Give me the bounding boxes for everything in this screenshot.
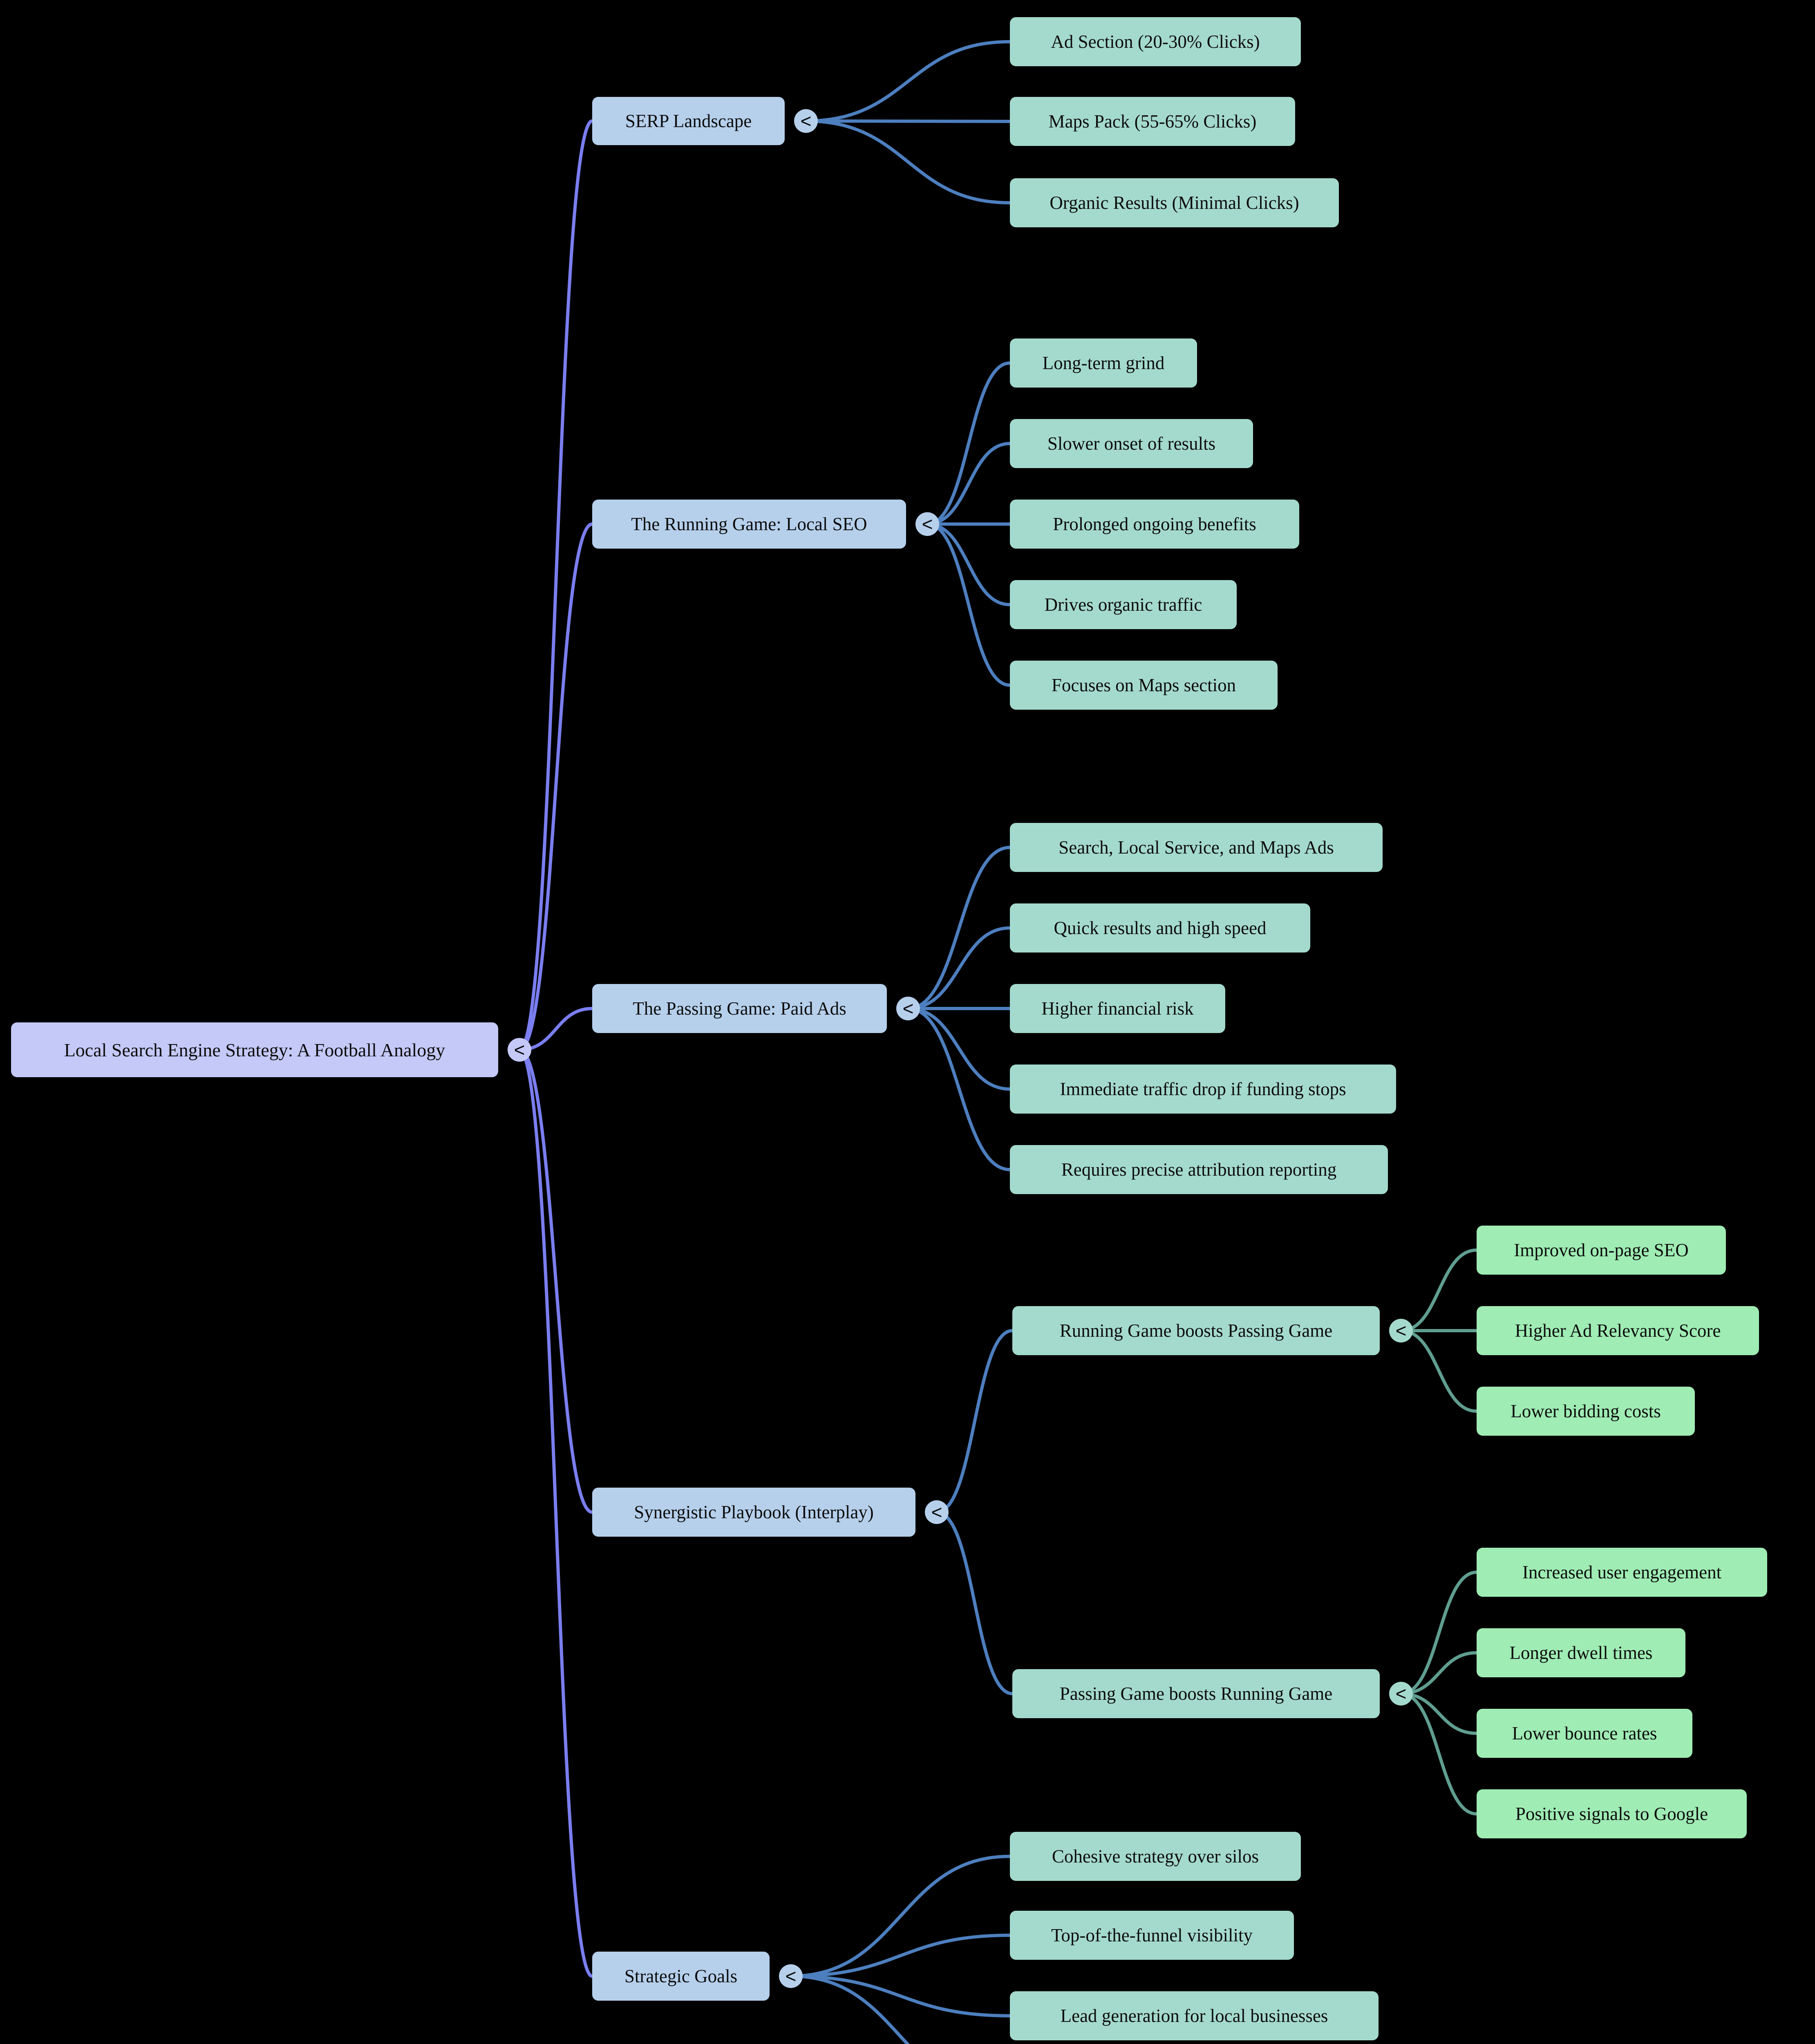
collapse-toggle-strategic-goals[interactable]: < [779,1964,803,1988]
node-synergistic-playbook[interactable]: Synergistic Playbook (Interplay) [592,1488,915,1537]
node-lead-generation[interactable]: Lead generation for local businesses [1010,1991,1379,2040]
node-higher-financial-risk[interactable]: Higher financial risk [1010,984,1225,1033]
collapse-icon: < [1395,1683,1407,1704]
branch-connector [906,1007,1012,1171]
branch-connector [518,1048,594,1514]
collapse-toggle-passing-boosts-running[interactable]: < [1389,1682,1413,1706]
node-prolonged-benefits[interactable]: Prolonged ongoing benefits [1010,500,1299,549]
node-quick-results[interactable]: Quick results and high speed [1010,903,1310,953]
collapse-icon: < [800,110,812,132]
node-lower-bidding-costs[interactable]: Lower bidding costs [1477,1387,1695,1436]
branch-connector [789,1975,910,2044]
node-strategic-goals[interactable]: Strategic Goals [592,1952,770,2001]
collapse-toggle-root[interactable]: < [508,1038,531,1062]
collapse-toggle-serp-landscape[interactable]: < [794,109,818,133]
node-slower-onset[interactable]: Slower onset of results [1010,419,1253,468]
collapse-icon: < [1395,1320,1407,1341]
node-focuses-maps-section[interactable]: Focuses on Maps section [1010,661,1278,710]
node-running-game[interactable]: The Running Game: Local SEO [592,500,906,549]
node-positive-signals-google[interactable]: Positive signals to Google [1477,1789,1747,1838]
node-maps-pack[interactable]: Maps Pack (55-65% Clicks) [1010,97,1295,146]
node-higher-ad-relevancy[interactable]: Higher Ad Relevancy Score [1477,1306,1759,1355]
branch-connector [804,40,1012,123]
node-passing-game[interactable]: The Passing Game: Paid Ads [592,984,887,1033]
node-lower-bounce-rates[interactable]: Lower bounce rates [1477,1709,1692,1758]
node-serp-landscape[interactable]: SERP Landscape [592,97,785,145]
branch-connector [804,119,1012,204]
branch-connector [926,522,1012,687]
branch-connector [1399,1692,1478,1815]
collapse-icon: < [931,1502,942,1523]
branch-connector [935,1511,1014,1695]
branch-connector [518,522,594,1051]
branch-connector [926,522,1012,606]
branch-connector [1399,1651,1478,1695]
collapse-icon: < [902,998,914,1019]
node-passing-boosts-running[interactable]: Passing Game boosts Running Game [1012,1669,1380,1718]
branch-connector [518,119,594,1051]
branch-connector [1399,1248,1478,1332]
branch-connector [1399,1329,1478,1413]
node-ad-section[interactable]: Ad Section (20-30% Clicks) [1010,17,1301,66]
node-drives-organic-traffic[interactable]: Drives organic traffic [1010,580,1237,629]
branch-connector [906,926,1012,1010]
collapse-toggle-running-boosts-passing[interactable]: < [1389,1319,1413,1342]
branch-connector [926,361,1012,526]
branch-connector [1399,1571,1478,1695]
collapse-icon: < [514,1039,525,1060]
branch-connector [518,1007,594,1051]
collapse-toggle-synergistic-playbook[interactable]: < [925,1500,949,1524]
node-cohesive-strategy[interactable]: Cohesive strategy over silos [1010,1832,1301,1881]
node-running-boosts-passing[interactable]: Running Game boosts Passing Game [1012,1306,1380,1355]
node-long-term-grind[interactable]: Long-term grind [1010,338,1197,388]
node-top-of-funnel-visibility[interactable]: Top-of-the-funnel visibility [1010,1911,1294,1960]
branch-connector [906,846,1012,1010]
branch-connector [789,1855,1012,1978]
collapse-toggle-running-game[interactable]: < [915,512,939,536]
node-immediate-traffic-drop[interactable]: Immediate traffic drop if funding stops [1010,1065,1396,1114]
node-organic-results[interactable]: Organic Results (Minimal Clicks) [1010,178,1339,227]
node-improved-onpage-seo[interactable]: Improved on-page SEO [1477,1226,1726,1275]
branch-connector [518,1048,594,1978]
branch-connector [1399,1692,1478,1735]
branch-connector [906,1007,1012,1091]
branch-connector [789,1975,1012,2017]
branch-connector [935,1329,1014,1514]
node-requires-attribution[interactable]: Requires precise attribution reporting [1010,1145,1388,1194]
collapse-icon: < [785,1966,797,1987]
node-longer-dwell-times[interactable]: Longer dwell times [1477,1628,1685,1677]
node-root[interactable]: Local Search Engine Strategy: A Football… [11,1022,498,1077]
branch-connector [926,442,1012,526]
node-search-local-maps-ads[interactable]: Search, Local Service, and Maps Ads [1010,823,1383,872]
collapse-icon: < [922,513,933,535]
collapse-toggle-passing-game[interactable]: < [896,997,920,1020]
branch-connector [789,1934,1012,1978]
node-increased-engagement[interactable]: Increased user engagement [1477,1548,1767,1597]
